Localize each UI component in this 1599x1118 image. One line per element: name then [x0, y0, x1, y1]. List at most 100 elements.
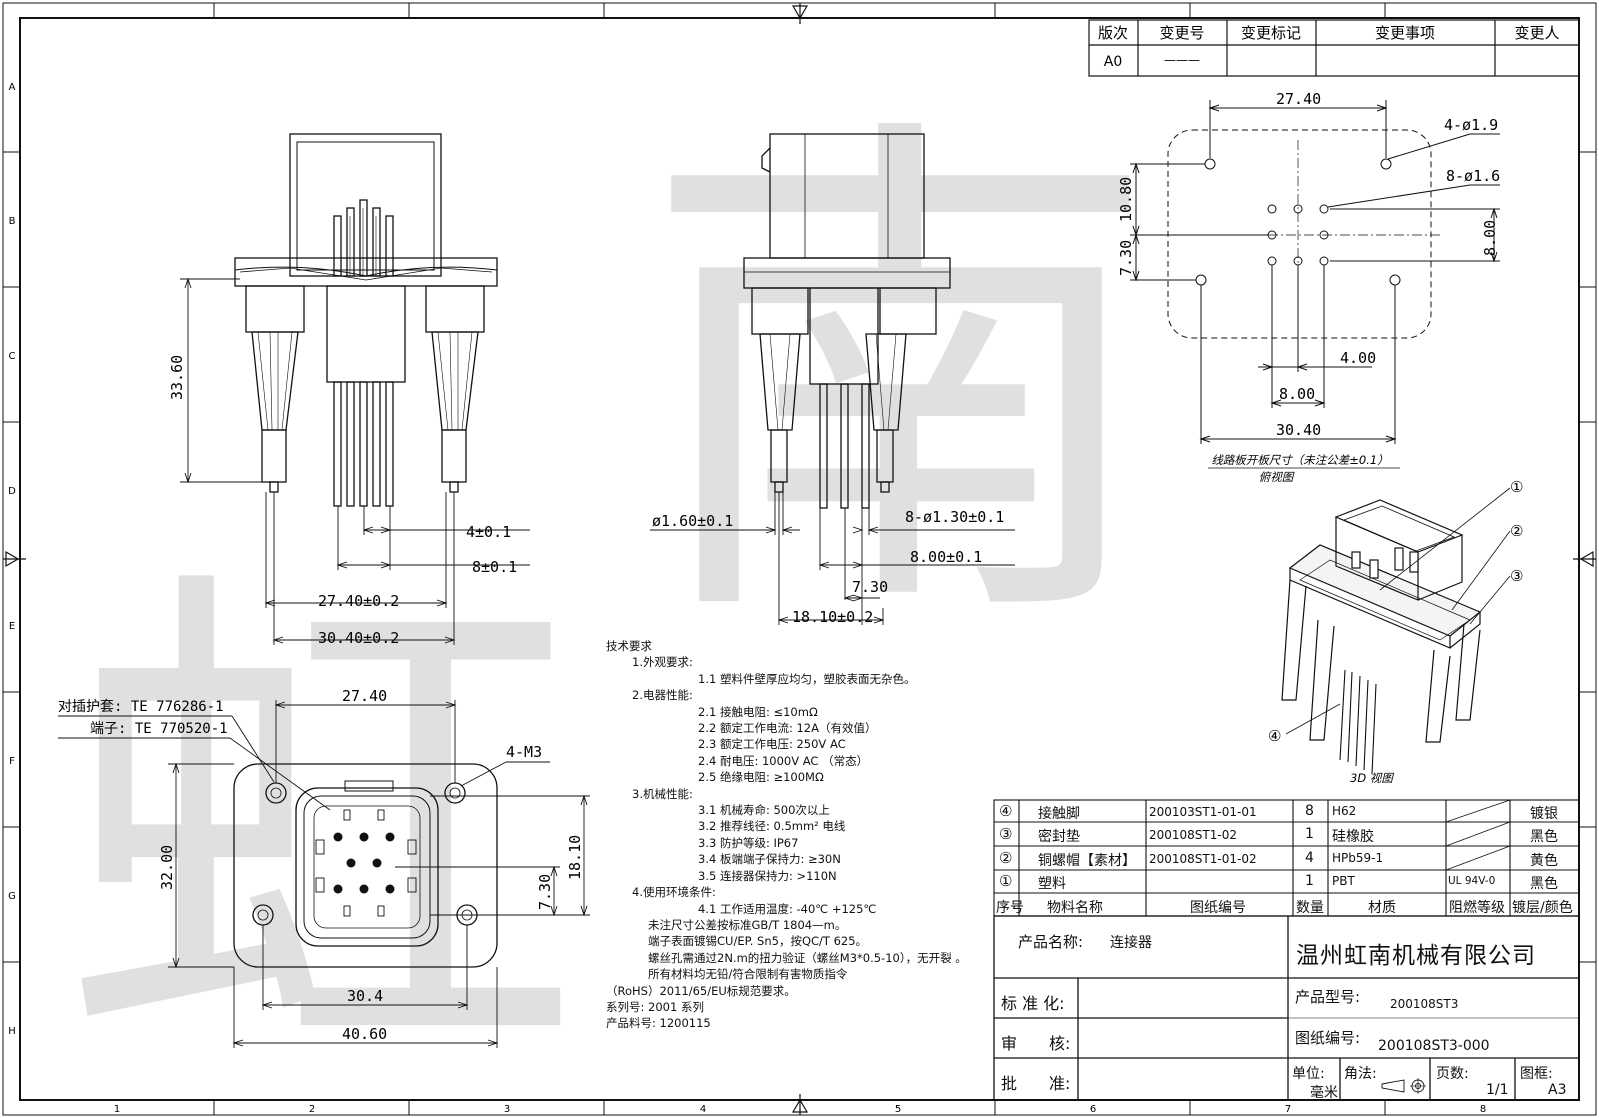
company-name: 温州虹南机械有限公司	[1296, 943, 1536, 969]
drawing-no-value: 200108ST3-000	[1378, 1038, 1490, 1054]
bom-row-1-flame: UL 94V-0	[1448, 875, 1496, 887]
bottom-dim-40-60: 40.60	[342, 1025, 387, 1043]
pcb-dim-8-dia-1-6: 8-ø1.6	[1446, 167, 1500, 185]
tech-line: 3.2 推荐线径: 0.5mm² 电线	[698, 819, 846, 834]
tech-line: 3.1 机械寿命: 500次以上	[698, 803, 830, 818]
approve-label: 批 准:	[1001, 1074, 1071, 1093]
tech-line: 端子表面镀锡CU/EP. Sn5，按QC/T 625。	[648, 934, 868, 949]
zone-labels: 1 2 3 4 5 6 7 8 A B C D E F G H	[8, 82, 1486, 1115]
dim-33-60: 33.60	[168, 355, 186, 400]
review-label: 审 核:	[1001, 1034, 1071, 1053]
bottom-dim-7-30: 7.30	[536, 874, 554, 910]
pcb-dim-8-00-v: 8.00	[1481, 220, 1499, 256]
row-label-g: G	[8, 891, 16, 902]
tech-line: 技术要求	[606, 639, 652, 653]
pcb-top-view-caption: 俯视图	[1259, 470, 1295, 484]
rev-cell-change-no: ———	[1164, 53, 1200, 67]
tech-line: 1.外观要求:	[632, 655, 693, 670]
dim-27-40: 27.40±0.2	[318, 592, 399, 610]
row-label-c: C	[9, 351, 16, 362]
bom-row-4-finish: 镀银	[1530, 806, 1558, 822]
pcb-dim-30-40: 30.40	[1276, 421, 1321, 439]
pcb-captions: 线路板开板尺寸（未注公差±0.1） 俯视图	[1208, 453, 1400, 484]
col-label-6: 6	[1090, 1104, 1096, 1115]
bottom-dim-27-40: 27.40	[342, 687, 387, 705]
rev-header-changer: 变更人	[1514, 24, 1559, 42]
tech-line: 1.1 塑料件壁厚应均匀，塑胶表面无杂色。	[698, 671, 916, 686]
tech-line: 2.5 绝缘电阻: ≥100MΩ	[698, 770, 824, 785]
rev-cell-version: A0	[1104, 54, 1122, 70]
frame-value: A3	[1548, 1082, 1567, 1098]
col-label-1: 1	[114, 1104, 120, 1115]
bom-header-no: 序号	[996, 900, 1024, 916]
bom-row-4-no: ④	[999, 802, 1013, 820]
bom-row-2-drawing: 200108ST1-01-02	[1149, 852, 1257, 866]
dim-dia-1-60: ø1.60±0.1	[652, 512, 733, 530]
dim-8: 8±0.1	[472, 558, 517, 576]
angle-label: 角法:	[1344, 1066, 1377, 1082]
side-view	[743, 133, 951, 509]
dim-8-dia-1-30: 8-ø1.30±0.1	[905, 508, 1004, 526]
bom-row-4-material: H62	[1332, 804, 1357, 818]
callout-4: ④	[1268, 727, 1281, 745]
drawing-no-label: 图纸编号:	[1295, 1029, 1361, 1047]
page-value: 1/1	[1486, 1082, 1509, 1098]
bom-row-2-no: ②	[999, 849, 1013, 867]
watermark-char-1: 虹	[60, 527, 580, 1118]
row-label-a: A	[9, 82, 16, 93]
watermark: 虹 南	[60, 77, 1160, 1118]
product-name: 连接器	[1110, 935, 1152, 951]
model-label: 产品型号:	[1295, 988, 1361, 1006]
front-view-dim-text: 33.60 4±0.1 8±0.1 27.40±0.2 30.40±0.2	[168, 355, 517, 647]
iso-view	[1281, 487, 1511, 775]
technical-requirements: 技术要求 1.外观要求: 1.1 塑料件壁厚应均匀，塑胶表面无杂色。 2.电器性能: 2…	[606, 638, 986, 1032]
bom-row-1-finish: 黑色	[1530, 876, 1558, 892]
product-name-label: 产品名称:	[1018, 933, 1084, 951]
row-label-f: F	[9, 756, 15, 767]
model-value: 200108ST3	[1390, 997, 1459, 1011]
bom-header-name: 物料名称	[1047, 900, 1103, 916]
side-view-dim-text: ø1.60±0.1 8-ø1.30±0.1 8.00±0.1 7.30 18.1…	[652, 508, 1004, 626]
bom-header-drawing: 图纸编号	[1190, 900, 1246, 916]
bom-row-2-material: HPb59-1	[1332, 851, 1384, 865]
tech-line: 2.1 接触电阻: ≤10mΩ	[698, 704, 818, 719]
bom-row-1-material: PBT	[1332, 874, 1355, 888]
tech-line: 产品料号: 1200115	[606, 1016, 711, 1031]
pcb-layout-view	[1130, 100, 1500, 444]
row-label-b: B	[9, 216, 16, 227]
revision-table: 版次 变更号 变更标记 变更事项 变更人 A0 ———	[1088, 19, 1580, 77]
bottom-view-dimensions	[58, 700, 590, 1048]
frame-label: 图框:	[1520, 1066, 1553, 1082]
tech-line: 系列号: 2001 系列	[606, 999, 704, 1014]
pcb-caption: 线路板开板尺寸（未注公差±0.1）	[1211, 453, 1388, 467]
dim-7-30: 7.30	[852, 578, 888, 596]
bom-row-4-drawing: 200103ST1-01-01	[1149, 805, 1257, 819]
bottom-dim-30-4: 30.4	[347, 987, 383, 1005]
tech-line: 3.4 板端端子保持力: ≥30N	[698, 852, 841, 867]
dim-18-10: 18.10±0.2	[792, 608, 873, 626]
bom-row-1-qty: 1	[1305, 873, 1314, 889]
col-label-8: 8	[1480, 1104, 1486, 1115]
col-label-3: 3	[504, 1104, 510, 1115]
bom-table	[993, 799, 1580, 917]
bom-row-1-no: ①	[999, 872, 1013, 890]
tech-line: 2.电器性能:	[632, 688, 693, 703]
front-view	[234, 133, 498, 507]
bom-row-2-qty: 4	[1305, 850, 1314, 866]
callout-2: ②	[1510, 522, 1523, 540]
label-4-m3: 4-M3	[506, 743, 542, 761]
row-label-d: D	[8, 486, 16, 497]
tech-line: 4.1 工作适用温度: -40℃ +125℃	[698, 901, 877, 916]
col-label-7: 7	[1285, 1104, 1291, 1115]
dim-30-40: 30.40±0.2	[318, 629, 399, 647]
bottom-view-dim-text: 对插护套: TE 776286-1 端子: TE 770520-1 4-M3 2…	[58, 687, 584, 1043]
tech-line: 4.使用环境条件:	[632, 885, 716, 900]
bom-row-4-qty: 8	[1305, 803, 1314, 819]
bom-row-3-no: ③	[999, 825, 1013, 843]
bom-header-flame: 阻燃等级	[1449, 900, 1505, 916]
bom-header-qty: 数量	[1296, 900, 1324, 916]
tech-line: 3.3 防护等级: IP67	[698, 835, 799, 850]
zone-ticks	[3, 3, 1596, 1115]
pcb-dim-4-dia-1-9: 4-ø1.9	[1444, 116, 1498, 134]
